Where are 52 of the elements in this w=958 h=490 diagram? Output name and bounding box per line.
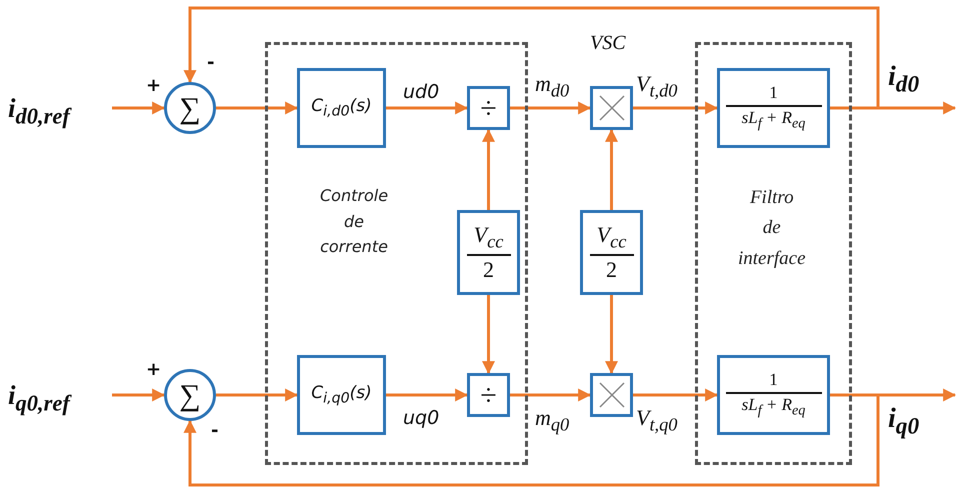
input-signal-label: i$_{d0,ref}$ — [8, 89, 112, 127]
fraction-numerator: 1 — [726, 84, 822, 107]
signal-arrow — [633, 102, 718, 114]
summing-junction — [164, 82, 216, 134]
controller-block — [297, 68, 386, 148]
transfer-function-block — [717, 68, 830, 148]
divider-block — [467, 86, 510, 130]
dashed-group-frame — [265, 42, 528, 465]
sign-label: - — [207, 54, 214, 72]
fraction-numerator: V$_{cc}$ — [466, 223, 510, 256]
multiplier-block — [590, 86, 633, 130]
signal-arrow — [216, 102, 298, 114]
fraction-denominator: 2 — [606, 256, 617, 282]
signal-arrow — [633, 388, 718, 402]
signal-arrow — [112, 102, 166, 114]
signal-arrow — [386, 388, 468, 402]
edge-label: uq0 — [403, 408, 440, 429]
dashed-group-frame — [695, 42, 852, 465]
sign-label: - — [211, 422, 218, 440]
input-signal-label: i$_{q0,ref}$ — [8, 376, 112, 414]
signal-arrow — [605, 128, 618, 210]
signal-arrow — [510, 102, 592, 114]
fraction-numerator: 1 — [726, 371, 822, 394]
fraction-denominator: sL$_{f}$ + R$_{eq}$ — [742, 106, 806, 132]
signal-arrow — [482, 128, 495, 210]
transfer-function-label: C$_{i,q0}$(s) — [311, 384, 372, 406]
sigma-symbol: ∑ — [179, 378, 201, 412]
fraction-numerator: V$_{cc}$ — [590, 223, 634, 256]
signal-arrow — [510, 388, 592, 402]
fraction-denominator: 2 — [483, 256, 494, 282]
section-label: VSC — [590, 33, 626, 53]
summing-junction — [164, 369, 216, 421]
signal-arrow — [386, 102, 468, 114]
multiplier-block — [590, 373, 633, 417]
divide-symbol: ÷ — [480, 378, 497, 412]
gain-block — [457, 210, 520, 295]
sign-label: + — [146, 77, 162, 95]
transfer-function-block — [717, 355, 830, 435]
sigma-symbol: ∑ — [179, 92, 201, 124]
gain-block — [580, 210, 643, 295]
signal-arrow — [184, 394, 880, 486]
signal-arrow — [112, 388, 166, 402]
signal-arrow — [482, 295, 495, 374]
sign-label: + — [146, 361, 162, 379]
divide-symbol: ÷ — [480, 92, 497, 124]
fraction-denominator: sL$_{f}$ + R$_{eq}$ — [742, 394, 806, 419]
controller-block — [297, 355, 386, 435]
signal-arrow — [605, 295, 618, 374]
signal-arrow — [216, 388, 298, 402]
divider-block — [467, 373, 510, 417]
transfer-function-label: C$_{i,d0}$(s) — [311, 96, 372, 120]
signal-arrow — [184, 6, 880, 110]
